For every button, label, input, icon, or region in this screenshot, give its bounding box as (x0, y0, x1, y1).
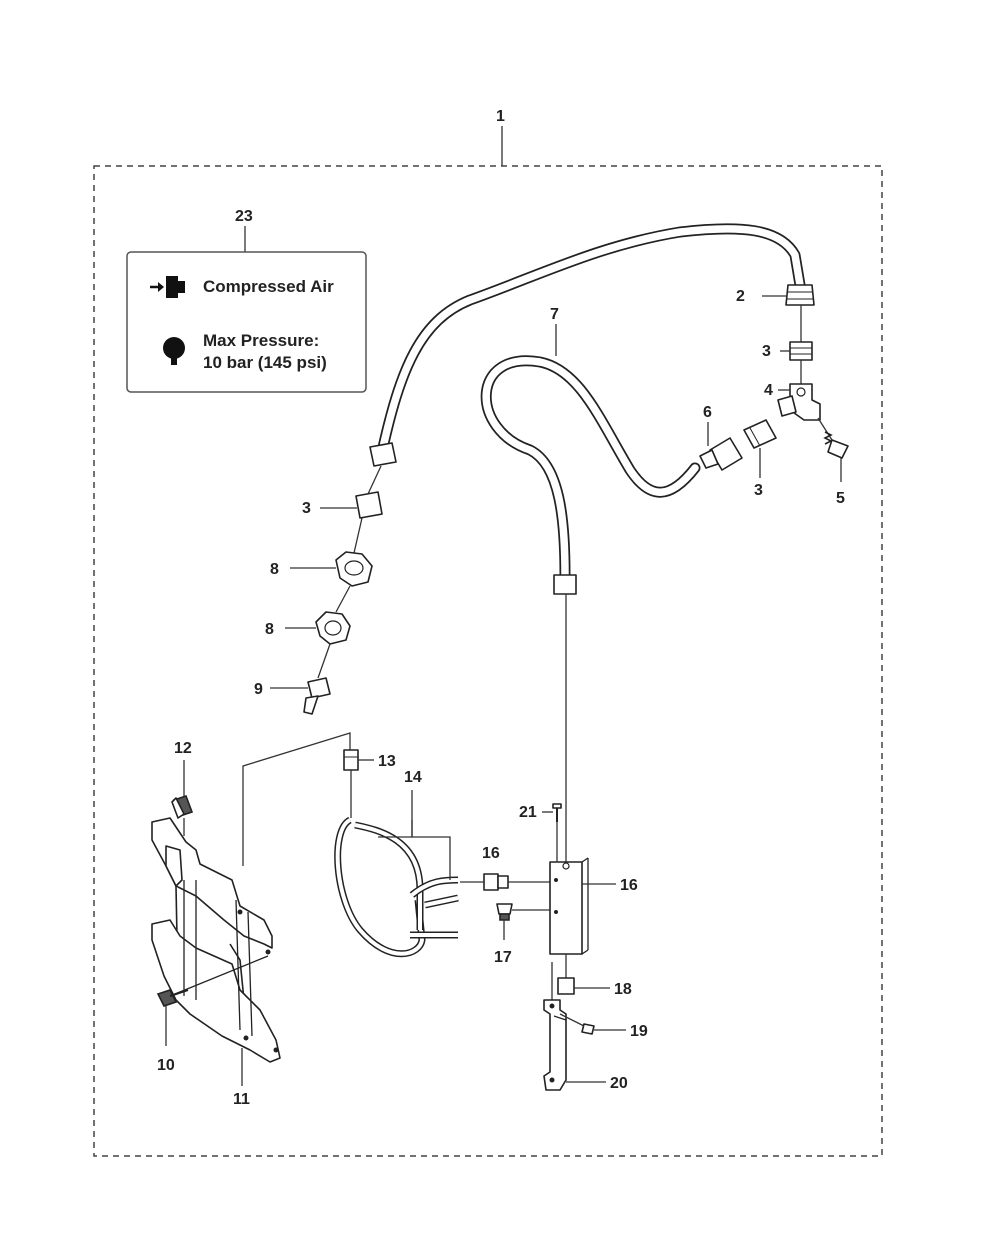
long-hose (369, 223, 806, 467)
callout-14: 14 (404, 769, 422, 786)
part-2-nut (785, 284, 815, 306)
callout-18: 18 (614, 981, 632, 998)
callout-20: 20 (610, 1075, 628, 1092)
callout-10: 10 (157, 1057, 175, 1074)
part-3-nipple-left (355, 491, 383, 519)
callout-kit: 1 (496, 108, 505, 125)
part-21-screw (552, 803, 562, 822)
legend-compressed-air: Compressed Air (203, 277, 334, 296)
part-4-tee (777, 383, 821, 421)
part-11-frame (151, 817, 281, 1063)
part-7-hose (480, 355, 701, 595)
legend-decal: 23 Compressed Air Max Pressure: 10 bar (… (126, 208, 367, 393)
part-20-bracket (543, 999, 567, 1091)
part-13-fitting (343, 749, 359, 771)
part-9-barb (303, 677, 331, 715)
legend-max-pressure: Max Pressure: (203, 331, 319, 350)
part-8-clamp-lower (315, 611, 351, 645)
callout-8-upper: 8 (270, 561, 279, 578)
compressed-air-icon (150, 276, 185, 298)
callout-5: 5 (836, 490, 845, 507)
part-18-nut (557, 977, 575, 995)
callout-13: 13 (378, 753, 396, 770)
part-6-coupling (699, 437, 743, 471)
callout-4: 4 (764, 382, 773, 399)
callout-2: 2 (736, 288, 745, 305)
callout-17: 17 (494, 949, 512, 966)
part-10-bolt (156, 989, 189, 1007)
part-19-bolt (581, 1023, 595, 1035)
callout-3-top: 3 (762, 343, 771, 360)
kit-boundary (93, 165, 883, 1157)
callout-23: 23 (235, 208, 253, 225)
callout-16-left: 16 (482, 845, 500, 862)
callout-16-right: 16 (620, 877, 638, 894)
callout-12: 12 (174, 740, 192, 757)
callout-7: 7 (550, 306, 559, 323)
part-3-nipple-top (789, 341, 813, 361)
callout-3-left: 3 (302, 500, 311, 517)
callout-9: 9 (254, 681, 263, 698)
pressure-gauge-icon (163, 337, 185, 365)
part-16-fitting (483, 873, 509, 891)
callout-6: 6 (703, 404, 712, 421)
callout-3-mid: 3 (754, 482, 763, 499)
part-17-plug (496, 903, 513, 921)
part-3-nipple-mid (743, 419, 777, 449)
part-5-plug (823, 431, 849, 459)
part-12-clip (171, 794, 194, 819)
callout-11: 11 (233, 1091, 250, 1108)
callout-21: 21 (519, 804, 537, 821)
part-14-hose-loop (334, 816, 459, 958)
part-8-clamp-upper (335, 551, 373, 587)
callout-19: 19 (630, 1023, 648, 1040)
part-16-manifold-block (549, 857, 589, 955)
legend-pressure-value: 10 bar (145 psi) (203, 353, 327, 372)
callout-8-lower: 8 (265, 621, 274, 638)
